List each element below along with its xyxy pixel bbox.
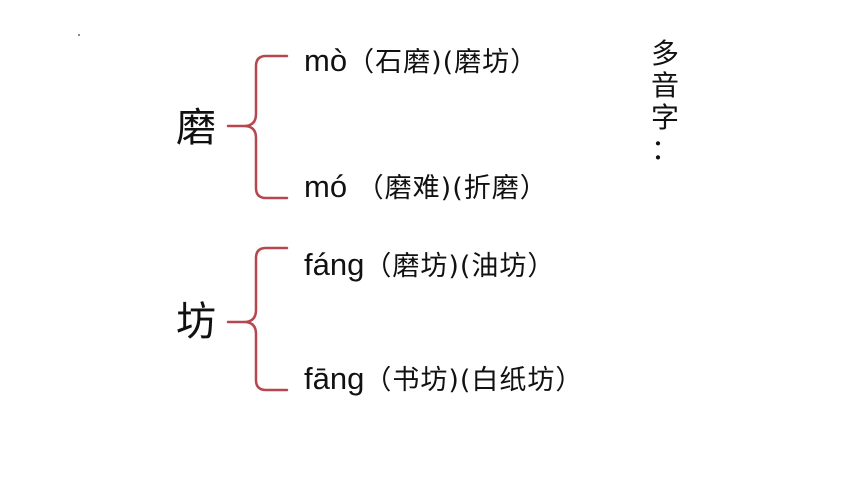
polyphone-label: 多 音 字 ：: [648, 38, 682, 166]
example-words: （书坊)(白纸坊）: [364, 365, 584, 396]
brace-2: [226, 246, 289, 392]
decorative-dot: [78, 34, 80, 36]
reading-fang-2: fáng（磨坊)(油坊）: [304, 248, 555, 284]
reading-mo-4: mò（石磨)(磨坊）: [304, 44, 538, 80]
label-char: 音: [650, 69, 679, 102]
example-words: （磨难)(折磨）: [347, 173, 548, 204]
label-char: 多: [650, 37, 679, 70]
brace-1: [226, 54, 289, 200]
reading-fang-1: fāng（书坊)(白纸坊）: [304, 362, 583, 398]
label-char: 字: [650, 101, 679, 134]
label-colon: ：: [650, 133, 679, 166]
character-mo: 磨: [176, 105, 216, 151]
pinyin: fáng: [304, 247, 365, 282]
character-fang: 坊: [176, 299, 216, 345]
reading-mo-2: mó （磨难)(折磨）: [304, 170, 548, 206]
pinyin: fāng: [304, 361, 365, 396]
pinyin: mò: [304, 43, 348, 78]
example-words: （石磨)(磨坊）: [347, 47, 539, 78]
example-words: （磨坊)(油坊）: [364, 251, 556, 282]
pinyin: mó: [304, 169, 348, 204]
